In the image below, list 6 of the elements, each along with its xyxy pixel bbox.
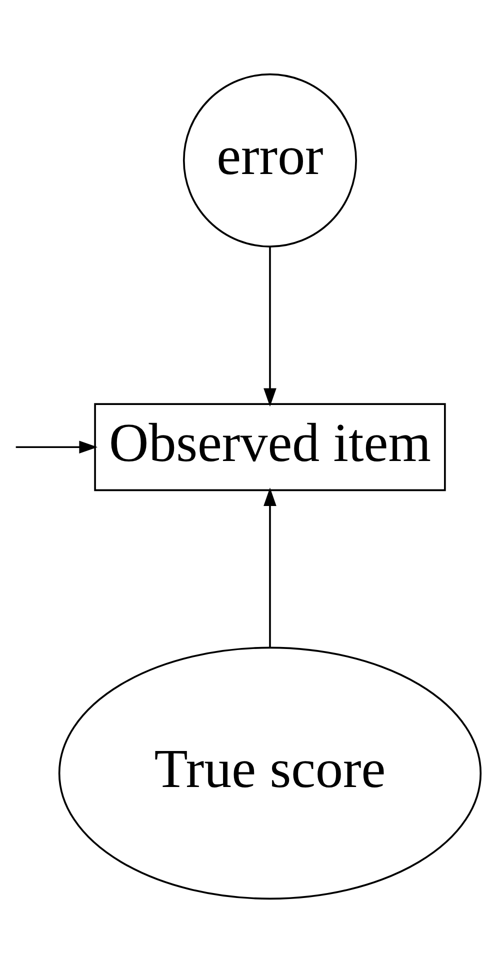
arrow [264, 488, 276, 648]
node-ellipse: True score [58, 646, 482, 900]
node-box: Observed item [94, 403, 446, 492]
arrow [264, 247, 276, 407]
node-circle: error [182, 73, 357, 248]
arrow [16, 440, 98, 454]
